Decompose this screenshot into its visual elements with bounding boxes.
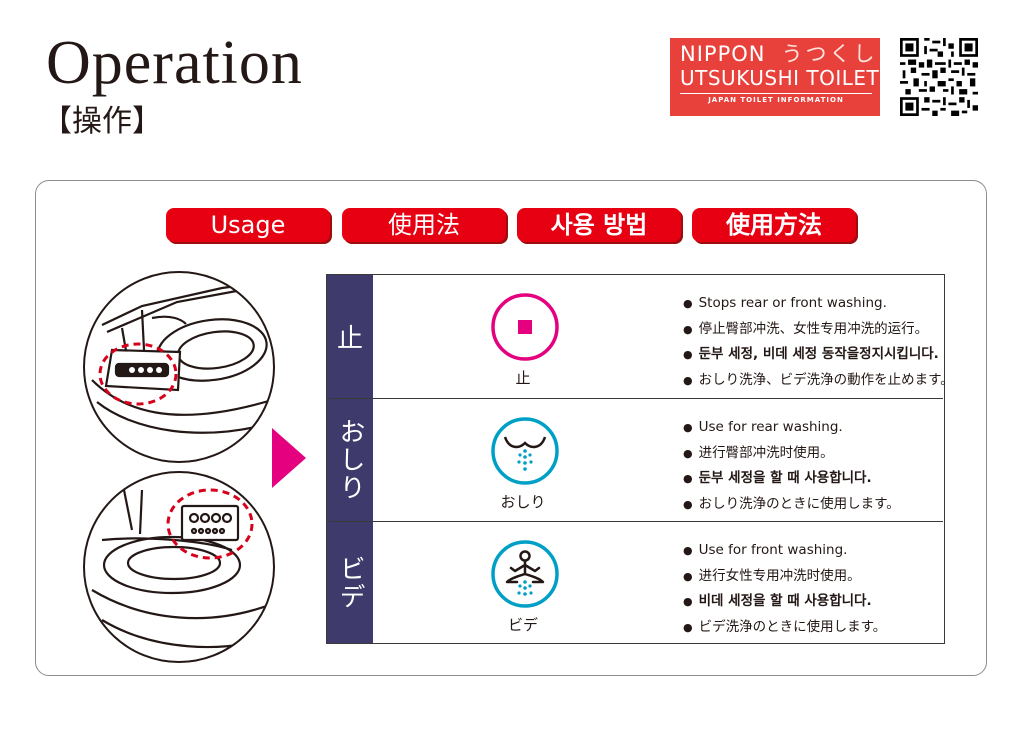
row-head-rear-wash: おしり xyxy=(327,399,373,521)
rear-wash-button-label: おしり xyxy=(500,493,546,511)
arrow-right-icon xyxy=(272,428,306,488)
stop-button-label: 止 xyxy=(515,369,531,387)
list-item: 둔부 세정을 할 때 사용합니다. xyxy=(683,466,900,492)
list-item: 停止臀部冲洗、女性专用冲洗的运行。 xyxy=(683,317,954,343)
instruction-panel xyxy=(35,180,987,676)
toilet-side-panel-illustration xyxy=(83,271,275,463)
page-subtitle: 【操作】 xyxy=(42,104,162,139)
operation-table: 止 止 Stops rear or front washing. 停止臀部冲洗、… xyxy=(326,274,954,644)
row-head-bidet: ビデ xyxy=(327,522,373,643)
rear-wash-description-list: Use for rear washing. 进行臀部冲洗时使用。 둔부 세정을 … xyxy=(683,415,900,517)
table-row-bidet: ビデ ビデ Use for front washing. 进行女性专用冲洗时使用… xyxy=(327,522,943,643)
list-item: 进行女性专用冲洗时使用。 xyxy=(683,564,886,590)
stop-square-icon[interactable] xyxy=(489,291,561,363)
qr-code-icon[interactable] xyxy=(900,38,978,116)
logo-line1-kana: うつくし xyxy=(781,42,878,66)
row-head-stop: 止 xyxy=(327,275,373,398)
logo-line2: UTSUKUSHI TOILET xyxy=(680,66,880,90)
table-row-stop: 止 止 Stops rear or front washing. 停止臀部冲洗、… xyxy=(327,275,954,399)
toilet-wall-panel-illustration xyxy=(83,471,275,663)
bidet-wash-icon[interactable] xyxy=(489,538,561,610)
list-item: Use for rear washing. xyxy=(683,415,900,441)
list-item: Use for front washing. xyxy=(683,538,886,564)
rear-wash-icon[interactable] xyxy=(489,415,561,487)
list-item: Stops rear or front washing. xyxy=(683,291,954,317)
tab-usage-english: Usage xyxy=(166,208,330,242)
logo-line1: NIPPON xyxy=(680,42,766,66)
bidet-button-label: ビデ xyxy=(507,616,538,634)
nippon-utsukushi-toilet-logo: NIPPON うつくし UTSUKUSHI TOILET JAPAN TOILET… xyxy=(670,38,880,116)
table-row-rear-wash: おしり おしり Use for rear washing. 进行臀部冲洗时使用。… xyxy=(327,399,943,522)
list-item: 进行臀部冲洗时使用。 xyxy=(683,441,900,467)
tab-usage-chinese: 使用法 xyxy=(342,208,506,242)
list-item: 비데 세정을 할 때 사용합니다. xyxy=(683,589,886,615)
bidet-description-list: Use for front washing. 进行女性专用冲洗时使用。 비데 세… xyxy=(683,538,887,641)
list-item: ビデ洗浄のときに使用します。 xyxy=(683,615,887,641)
list-item: おしり洗浄、ビデ洗浄の動作を止めます。 xyxy=(683,368,954,394)
logo-line3: JAPAN TOILET INFORMATION xyxy=(680,93,872,106)
tab-usage-korean: 사용 방법 xyxy=(517,208,681,242)
list-item: おしり洗浄のときに使用します。 xyxy=(683,492,900,518)
list-item: 둔부 세정, 비데 세정 동작을정지시킵니다. xyxy=(683,342,954,368)
stop-description-list: Stops rear or front washing. 停止臀部冲洗、女性专用… xyxy=(683,291,954,393)
page-title: Operation xyxy=(46,29,303,97)
tab-usage-japanese: 使用方法 xyxy=(692,208,856,242)
